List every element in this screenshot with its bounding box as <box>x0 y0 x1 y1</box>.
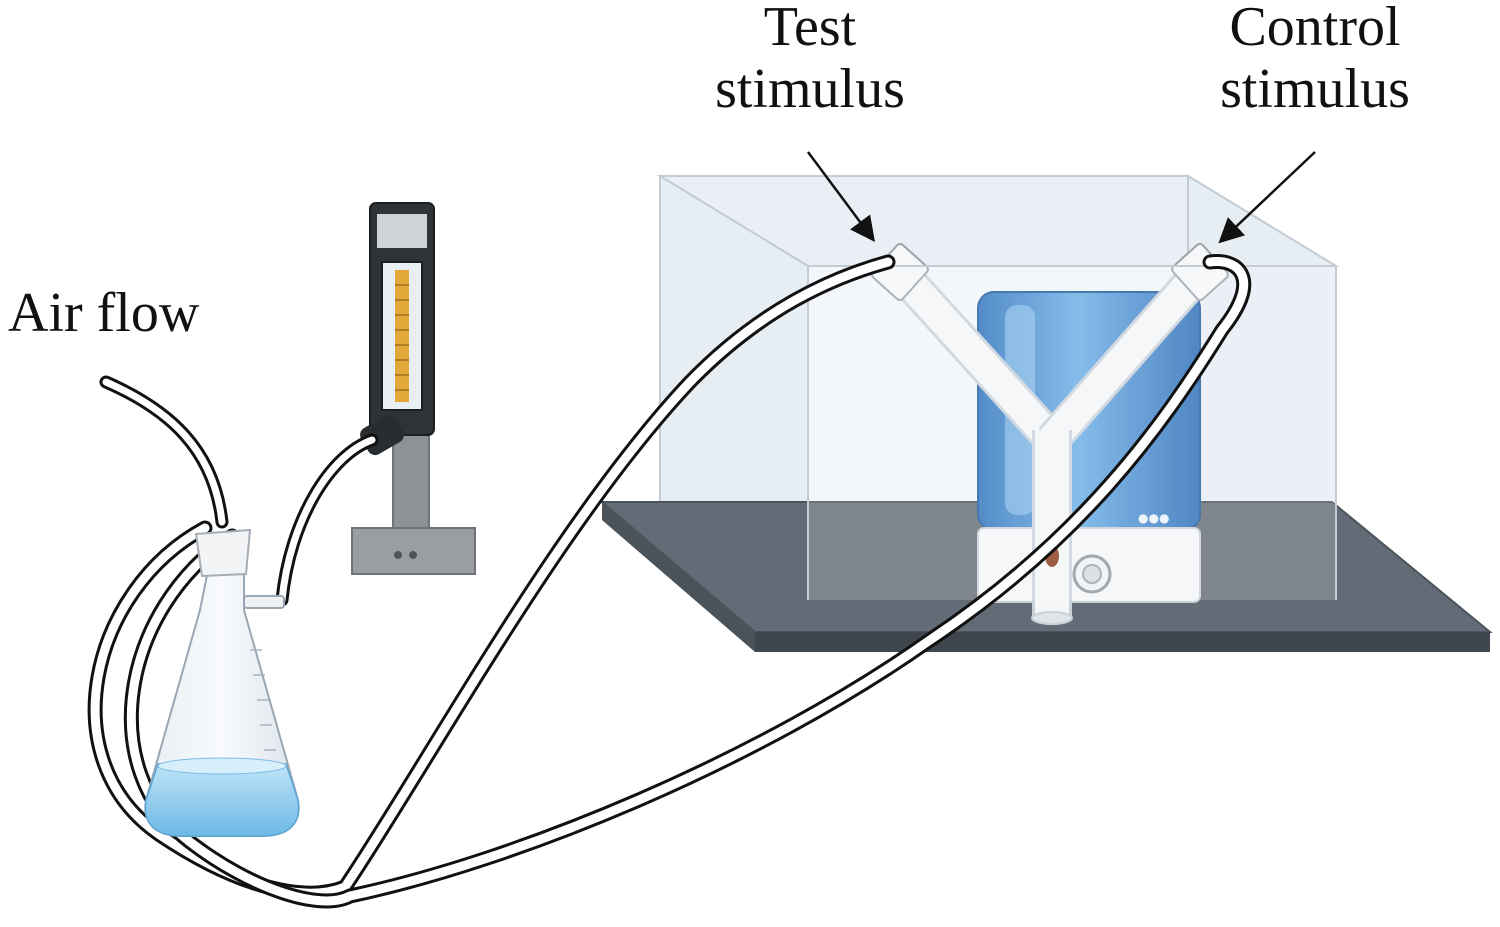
glass-box <box>656 174 1340 602</box>
flask-stopper <box>194 528 252 578</box>
flask-side-arm <box>243 595 285 609</box>
glass-box-front <box>807 265 1337 600</box>
flow-meter-scale <box>395 270 409 402</box>
platform-front-edge <box>755 632 1490 652</box>
air-flow-label: Air flow <box>8 282 199 344</box>
flask-water <box>144 763 300 837</box>
air-inlet-tube <box>99 375 229 529</box>
test-stimulus-line-2: stimulus <box>715 58 905 120</box>
erlenmeyer-flask <box>144 528 300 837</box>
humidifier-logo: ●●● <box>1138 511 1169 525</box>
test-stimulus-arrow <box>806 151 875 243</box>
flask-to-flowmeter-tube <box>275 433 379 607</box>
humidifier-knob-center <box>1082 564 1102 584</box>
flow-meter-top-cap <box>377 214 427 248</box>
control-stimulus-arrow <box>1218 151 1316 244</box>
test-stimulus-line-1: Test <box>763 0 857 58</box>
tubing <box>87 254 1252 909</box>
test-stimulus-label: Test stimulus <box>700 0 920 120</box>
control-stimulus-line-1: Control <box>1229 0 1401 58</box>
control-stimulus-line-2: stimulus <box>1220 58 1410 120</box>
control-stimulus-label: Control stimulus <box>1200 0 1430 120</box>
flow-meter <box>351 202 476 575</box>
platform-edge <box>602 502 755 652</box>
flow-meter-stand-foot <box>351 527 476 575</box>
air-flow-text: Air flow <box>8 282 200 344</box>
annotation-arrows <box>806 151 1316 244</box>
